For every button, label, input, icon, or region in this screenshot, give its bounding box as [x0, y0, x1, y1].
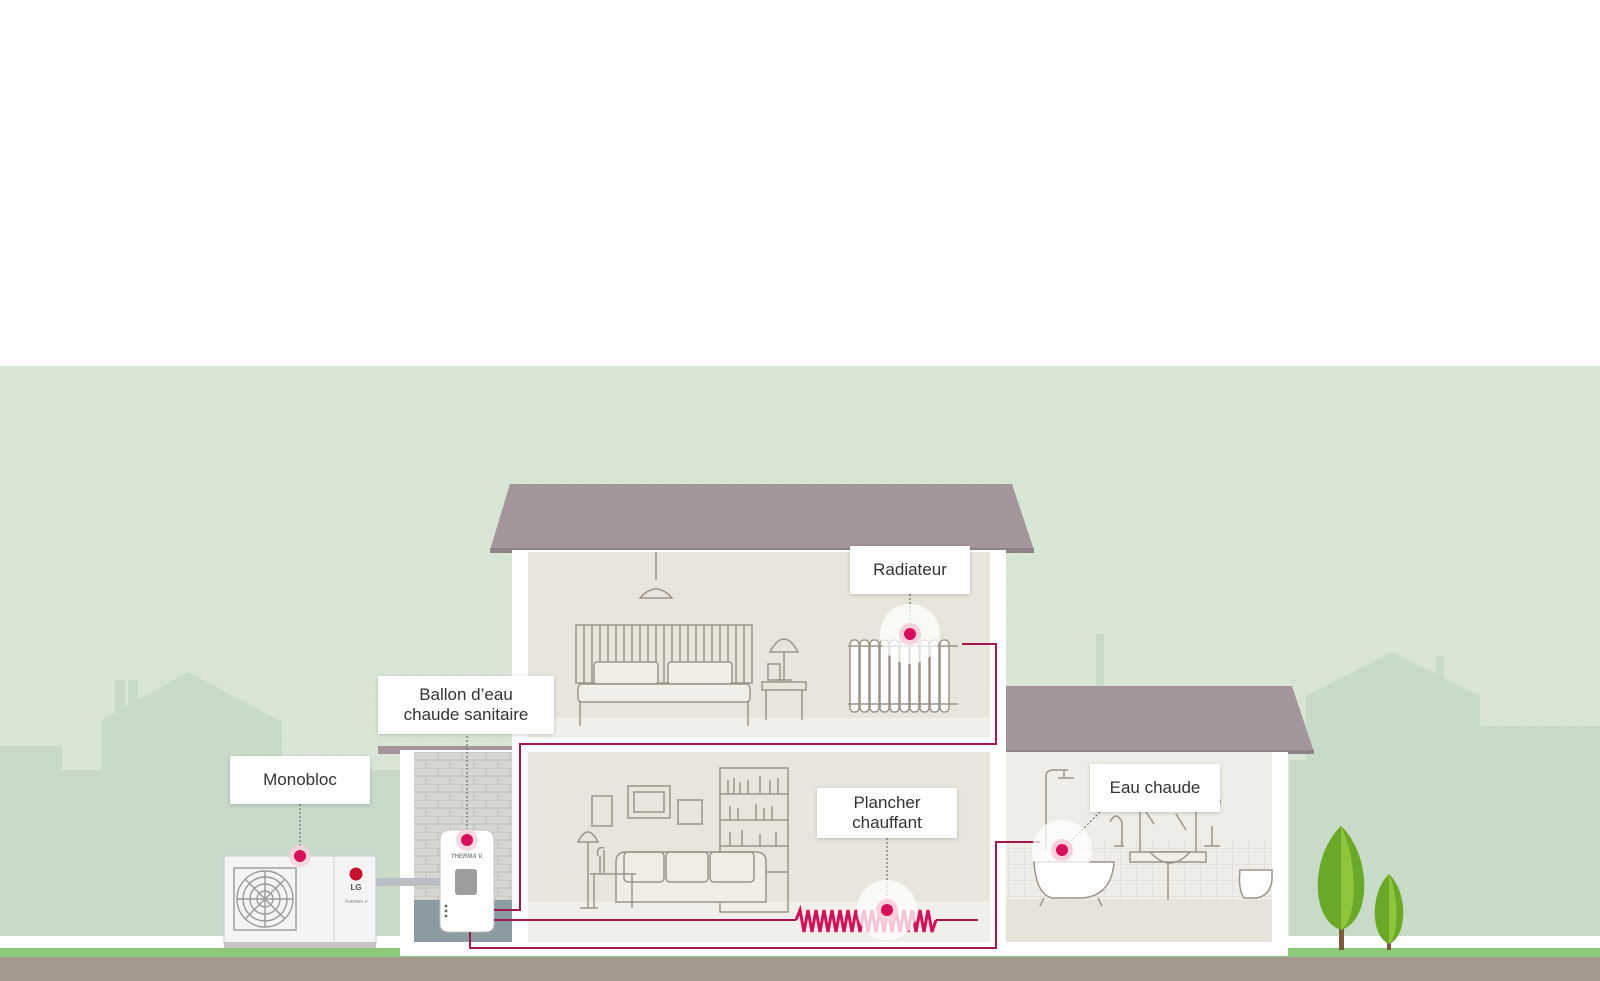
eau-chaude-label[interactable]: Eau chaude [1090, 764, 1220, 812]
lg-logo-icon [349, 867, 363, 881]
main-roof [490, 484, 1034, 550]
monobloc-label[interactable]: Monobloc [230, 756, 370, 804]
bedroom-furniture [575, 552, 807, 726]
monobloc-hotspot[interactable] [289, 845, 311, 867]
ballon-label-line1: Ballon d’eau [419, 685, 513, 704]
hotspot-dot-icon [881, 904, 893, 916]
radiateur-label[interactable]: Radiateur [850, 546, 970, 594]
plancher-label-line1: Plancher [853, 793, 921, 812]
plancher-hotspot[interactable] [857, 880, 917, 940]
hotspot-dot-icon [294, 850, 306, 862]
plancher-label[interactable]: Plancher chauffant [817, 788, 957, 838]
hotspot-dot-icon [461, 834, 473, 846]
ballon-label[interactable]: Ballon d’eau chaude sanitaire [378, 676, 554, 734]
unit-brand-text: LG [350, 883, 361, 892]
hotspot-dot-icon [904, 628, 916, 640]
annex-roof [992, 686, 1314, 752]
ballon-hotspot[interactable] [456, 829, 478, 851]
eau-chaude-hotspot[interactable] [1032, 820, 1092, 880]
eau-chaude-label-text: Eau chaude [1109, 778, 1201, 797]
tree-icon [1317, 826, 1404, 950]
unit-model-text: THERMA V [344, 899, 368, 904]
water-tank: THERMA V. [439, 829, 495, 933]
hotspot-dot-icon [1056, 844, 1068, 856]
ballon-label-line2: chaude sanitaire [403, 705, 529, 724]
tank-model-text: THERMA V. [451, 854, 484, 860]
heating-pipes [469, 643, 1040, 949]
living-room-furniture [576, 767, 789, 913]
plancher-label-line2: chauffant [852, 813, 922, 832]
outdoor-unit: LG THERMA V [223, 855, 442, 948]
fan-icon [233, 867, 297, 931]
radiateur-label-text: Radiateur [873, 560, 947, 579]
soil [0, 957, 1600, 981]
radiateur-hotspot[interactable] [880, 604, 940, 664]
monobloc-label-text: Monobloc [263, 770, 337, 789]
